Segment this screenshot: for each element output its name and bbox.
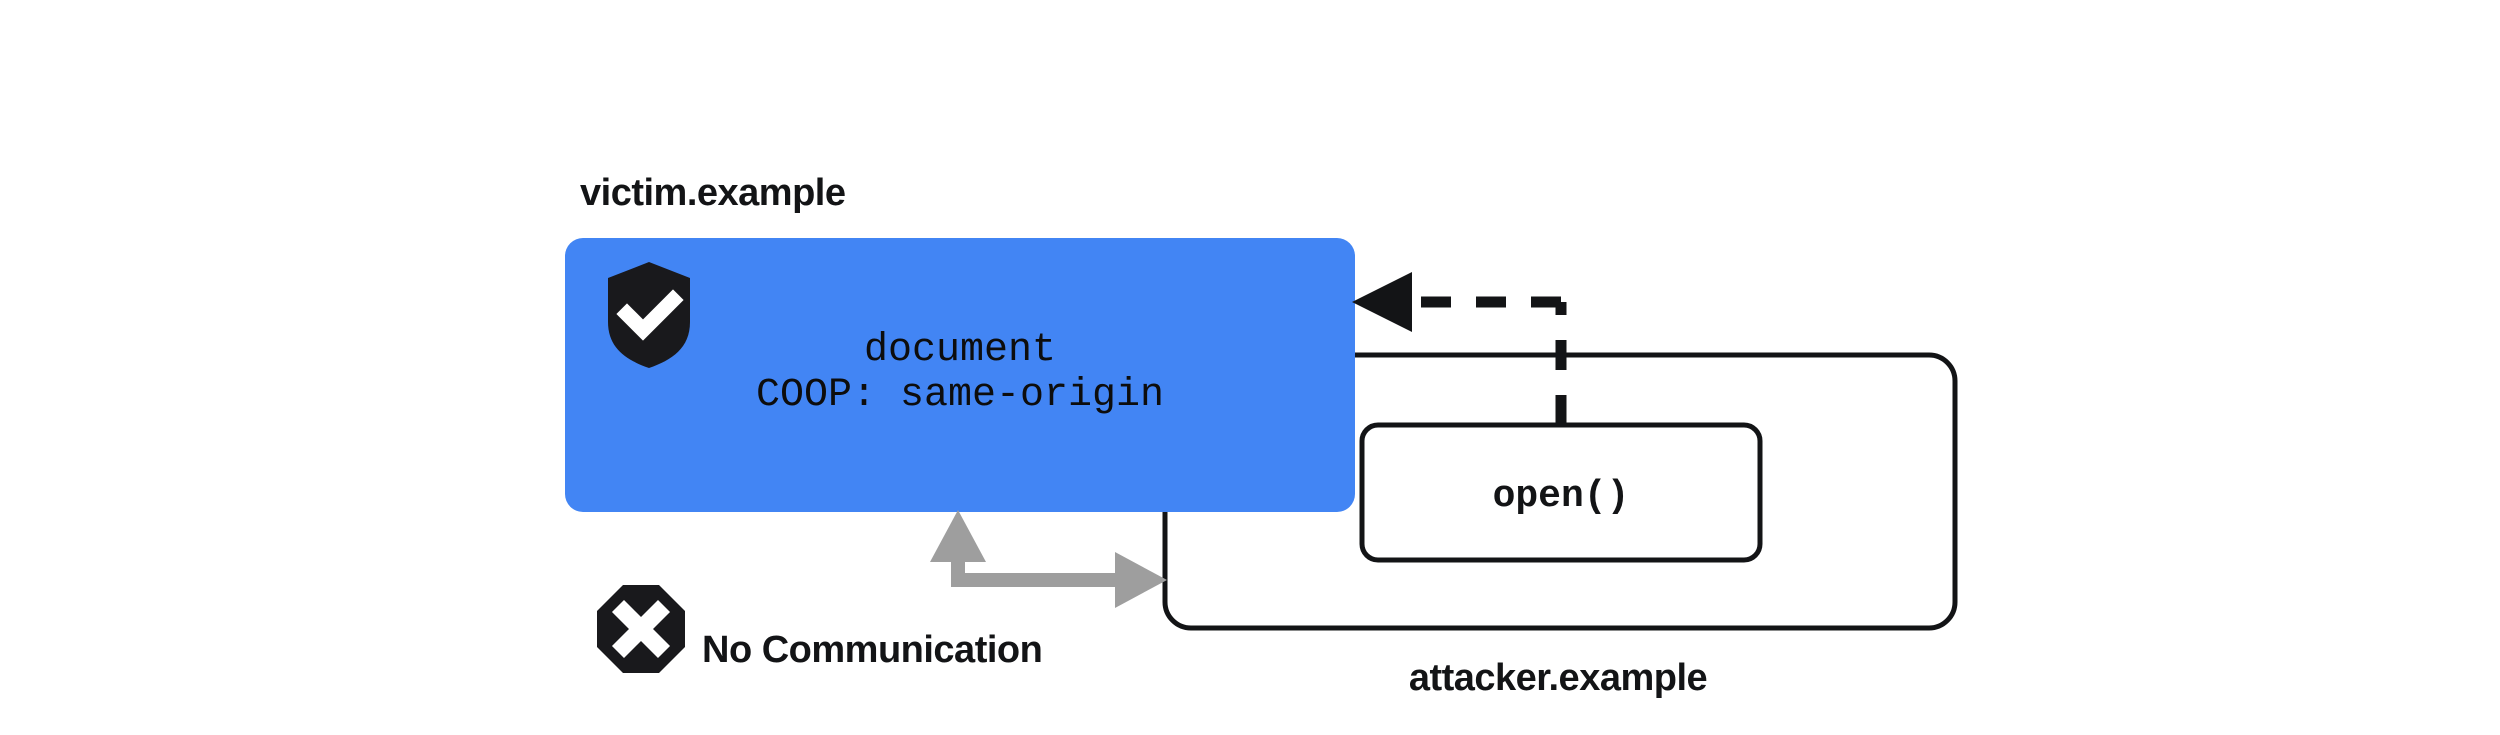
attacker-origin-label: attacker.example (1409, 657, 1707, 699)
octagon-x-icon (597, 585, 685, 673)
victim-origin-label: victim.example (580, 172, 845, 214)
no-communication-arrow-head-right (1115, 552, 1167, 608)
victim-coop-header: COOP: same-origin (756, 373, 1164, 418)
no-communication-arrow (930, 510, 1167, 608)
shield-check-icon (608, 262, 690, 368)
open-call-label: open() (1493, 475, 1630, 518)
victim-document-name: document (864, 328, 1056, 373)
open-arrow-head (1352, 272, 1412, 332)
victim-document-box (565, 238, 1355, 512)
no-communication-label: No Communication (702, 629, 1042, 671)
no-communication-arrow-head-up (930, 510, 986, 562)
open-call-box (1359, 422, 1763, 563)
open-dashed-arrow (1352, 272, 1567, 425)
